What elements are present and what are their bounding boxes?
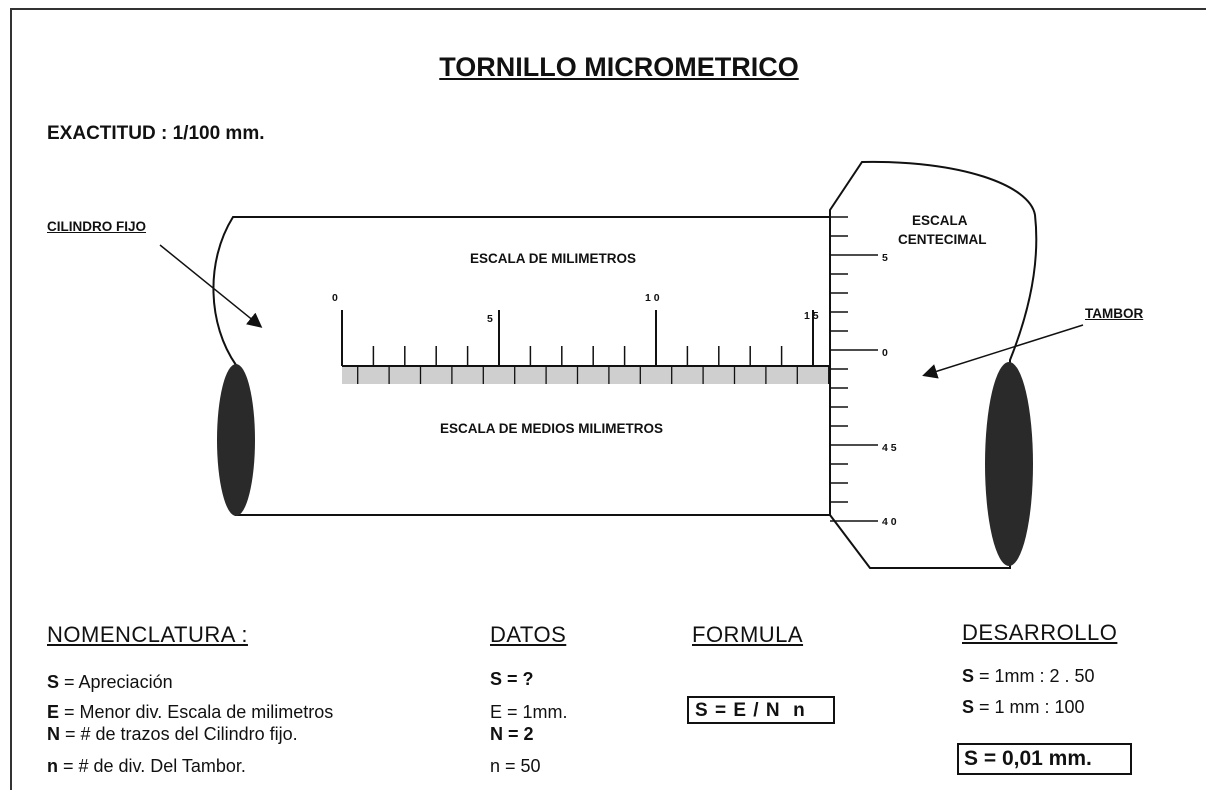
datos-row: E = 1mm. [490, 702, 568, 722]
right-end-cap [985, 362, 1033, 566]
result-box: S = 0,01 mm. [957, 743, 1132, 775]
mm-scale-ticks [341, 310, 814, 366]
escala-centecimal-label-1: ESCALA [912, 213, 968, 228]
cilindro-fijo-arrow [159, 244, 263, 328]
desarrollo-row: S = 1 mm : 100 [962, 697, 1085, 717]
escala-centecimal-label-2: CENTECIMAL [898, 232, 987, 247]
formula-value: S = E / N n [695, 700, 806, 721]
page-title: TORNILLO MICROMETRICO [439, 52, 799, 82]
datos-heading: DATOS [490, 622, 567, 647]
cilindro-fijo-label: CILINDRO FIJO [47, 219, 147, 234]
mm-number-15: 1 5 [804, 310, 819, 322]
mm-number-10: 1 0 [645, 292, 660, 304]
desarrollo-heading: DESARROLLO [962, 620, 1118, 645]
drum-scale-ticks [830, 216, 878, 522]
nomenclatura-row: N = # de trazos del Cilindro fijo. [47, 724, 298, 744]
drum-number-45: 4 5 [882, 442, 897, 454]
drum-number-0: 0 [882, 347, 888, 359]
datos-row: N = 2 [490, 724, 534, 744]
tambor-label: TAMBOR [1085, 306, 1144, 321]
desarrollo-row: S = 1mm : 2 . 50 [962, 666, 1095, 686]
result-value: S = 0,01 mm. [964, 747, 1092, 770]
mm-number-0: 0 [332, 292, 338, 304]
left-end-cap [217, 364, 255, 516]
drum-number-40: 4 0 [882, 516, 897, 528]
half-mm-band [342, 366, 828, 384]
tambor-arrow [922, 324, 1084, 379]
datos-row: n = 50 [490, 756, 541, 776]
nomenclatura-row: n = # de div. Del Tambor. [47, 756, 246, 776]
formula-box: S = E / N n [687, 696, 835, 724]
nomenclatura-heading: NOMENCLATURA : [47, 622, 248, 647]
drum-number-5: 5 [882, 252, 888, 264]
datos-row: S = ? [490, 669, 534, 689]
nomenclatura-row: E = Menor div. Escala de milimetros [47, 702, 334, 722]
escala-mm-label: ESCALA DE MILIMETROS [470, 251, 637, 266]
escala-medios-label: ESCALA DE MEDIOS MILIMETROS [440, 421, 664, 436]
formula-heading: FORMULA [692, 622, 804, 647]
exactitud-label: EXACTITUD : 1/100 mm. [47, 123, 265, 144]
nomenclatura-row: S = Apreciación [47, 672, 173, 692]
page-frame [10, 8, 1206, 790]
half-mm-ticks [357, 366, 830, 384]
mm-number-5: 5 [487, 313, 493, 325]
